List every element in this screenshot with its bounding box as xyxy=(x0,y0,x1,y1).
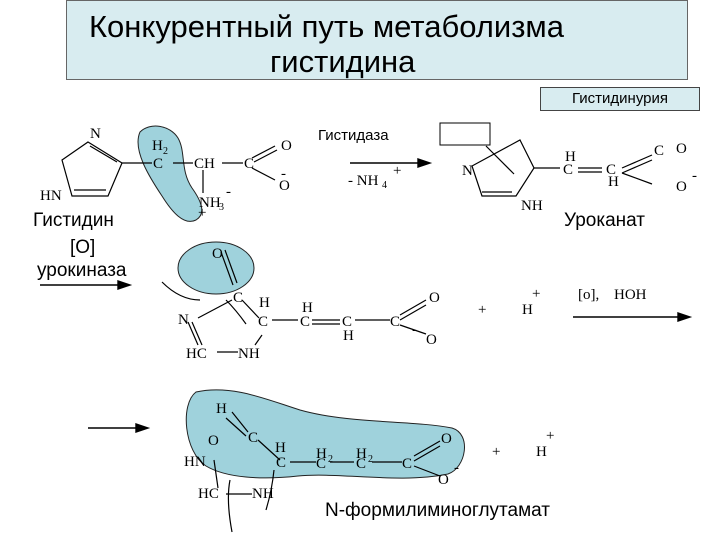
histidine-atom-nh3: NH xyxy=(199,195,221,211)
urocanate-atom-minus: - xyxy=(692,168,697,184)
product-atom-c: C xyxy=(248,430,258,446)
imidazolone-atom-nh: NH xyxy=(238,346,260,362)
histidine-atom-n: N xyxy=(90,126,101,142)
plus-sign-2: + xyxy=(492,444,500,460)
urocanate-atom-h1: H xyxy=(565,149,576,165)
urocanase-label: урокиназа xyxy=(37,260,127,281)
imidazolone-atom-h2: H xyxy=(302,300,313,316)
product-atom-c5: C xyxy=(402,456,412,472)
highlight-glutamate-chain xyxy=(185,389,465,479)
deamination-text: - NH xyxy=(348,173,379,189)
proton-2: H xyxy=(536,444,547,460)
product-atom-h2: H xyxy=(275,440,286,456)
histidine-atom-sub3: 3 xyxy=(219,202,224,213)
histidine-atom-c2: C xyxy=(244,156,254,172)
histidinuria-badge: Гистидинурия xyxy=(540,87,700,111)
urocanate-atom-o2: O xyxy=(676,179,687,195)
histidine-atom-o1: O xyxy=(281,138,292,154)
deamination-sup: + xyxy=(393,163,401,179)
urocanate-label: Уроканат xyxy=(564,210,645,231)
histidine-atom-h2: H xyxy=(152,138,163,154)
urocanate-atom-c1: C xyxy=(563,162,573,178)
water-text: HOH xyxy=(614,287,647,303)
product-atom-h2b: H xyxy=(316,446,327,462)
urocanate-atom-nh: NH xyxy=(521,198,543,214)
histidine-atom-hn: HN xyxy=(40,188,62,204)
proton-2-charge: + xyxy=(546,428,554,444)
proton-1: H xyxy=(522,302,533,318)
product-atom-minus: - xyxy=(454,460,459,476)
histidine-atom-plus: + xyxy=(198,205,206,221)
imidazolone-atom-o: O xyxy=(212,246,223,262)
urocanate-highlight-box xyxy=(439,122,491,146)
urocanate-atom-c2: C xyxy=(606,162,616,178)
histidine-atom-minus-2: - xyxy=(226,184,231,200)
imidazolone-atom-h3: H xyxy=(343,328,354,344)
plus-sign-1: + xyxy=(478,302,486,318)
imidazolone-atom-c: C xyxy=(233,290,243,306)
title-line-1: Конкурентный путь метаболизма xyxy=(89,9,564,44)
imidazolone-atom-c3: C xyxy=(300,314,310,330)
histidine-atom-o2: O xyxy=(279,178,290,194)
product-atom-c2: C xyxy=(276,455,286,471)
imidazolone-atom-hc: HC xyxy=(186,346,207,362)
imidazolone-atom-minus: - xyxy=(412,322,417,338)
proton-1-charge: + xyxy=(532,286,540,302)
product-atom-nh: NH xyxy=(252,486,274,502)
urocanate-atom-o1: O xyxy=(676,141,687,157)
imidazolone-atom-c5: C xyxy=(390,314,400,330)
product-atom-c3: C xyxy=(316,456,326,472)
imidazolone-atom-c4: C xyxy=(342,314,352,330)
oxidation-text: [o], xyxy=(578,287,599,303)
title-line-2: гистидина xyxy=(270,44,416,79)
product-atom-sub2c: 2 xyxy=(368,454,373,465)
urocanate-atom-c3: C xyxy=(654,143,664,159)
product-atom-o: O xyxy=(208,433,219,449)
histidine-label: Гистидин xyxy=(33,210,114,231)
oxidant-label: [O] xyxy=(70,237,96,258)
histidase-label: Гистидаза xyxy=(318,127,389,144)
product-atom-sub2b: 2 xyxy=(328,454,333,465)
urocanate-atom-h2: H xyxy=(608,174,619,190)
product-atom-o1: O xyxy=(441,431,452,447)
urocanate-atom-n: N xyxy=(462,163,473,179)
product-atom-hc: HC xyxy=(198,486,219,502)
title-panel: Конкурентный путь метаболизма гистидина xyxy=(66,0,688,80)
highlight-oxygen xyxy=(177,241,255,295)
product-atom-o2: O xyxy=(438,472,449,488)
highlight-ch2-group xyxy=(137,125,203,222)
product-atom-hn: HN xyxy=(184,454,206,470)
product-atom-h2c: H xyxy=(356,446,367,462)
histidine-atom-ch: CH xyxy=(194,156,215,172)
product-label: N-формилиминоглутамат xyxy=(325,500,550,521)
imidazolone-atom-c2: C xyxy=(258,314,268,330)
histidine-atom-c1: C xyxy=(153,156,163,172)
histidine-atom-minus: - xyxy=(281,166,286,182)
imidazolone-atom-o2: O xyxy=(426,332,437,348)
imidazolone-atom-n: N xyxy=(178,312,189,328)
imidazolone-atom-h: H xyxy=(259,295,270,311)
product-atom-h: H xyxy=(216,401,227,417)
product-atom-c4: C xyxy=(356,456,366,472)
deamination-sub: 4 xyxy=(382,180,387,191)
imidazolone-atom-o1: O xyxy=(429,290,440,306)
histidine-atom-sub2: 2 xyxy=(163,146,168,157)
